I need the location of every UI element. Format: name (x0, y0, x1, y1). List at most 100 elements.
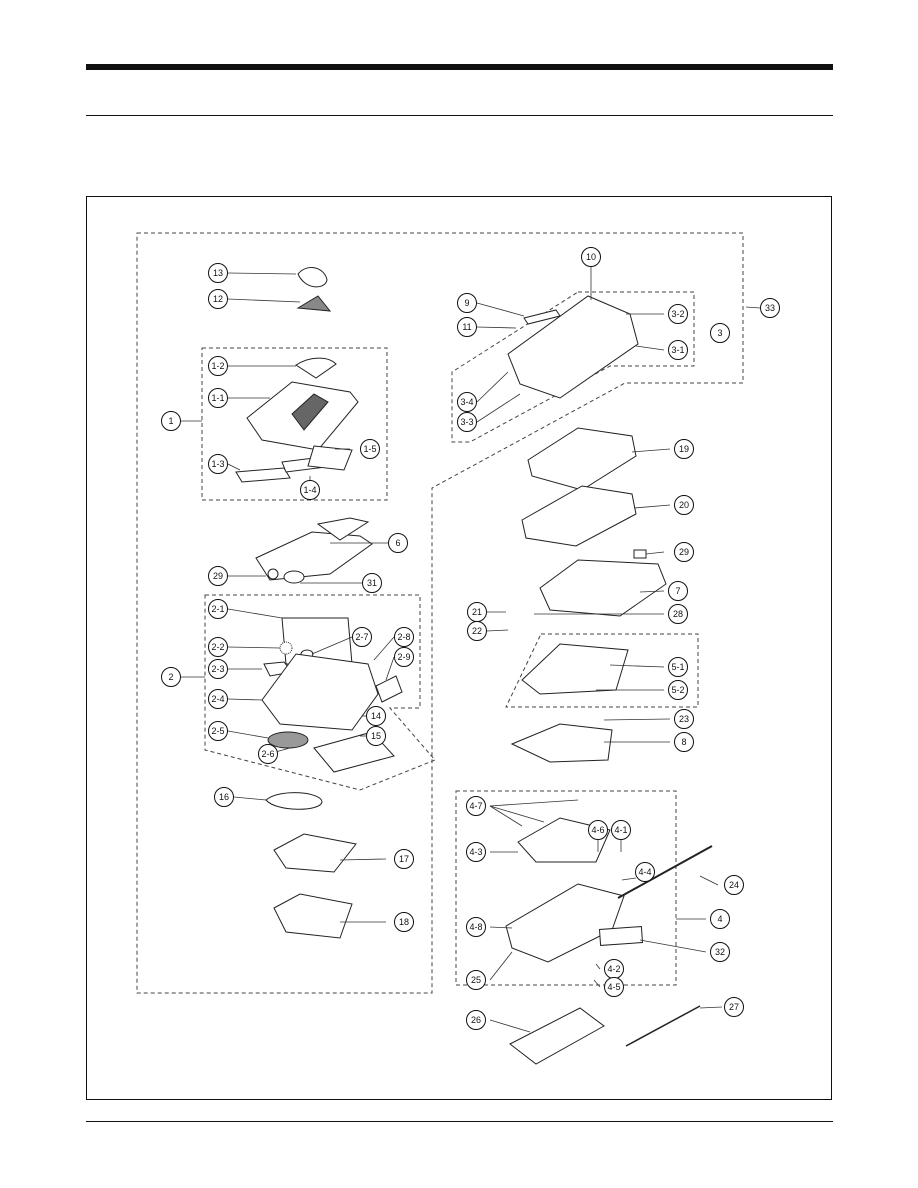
callout-2-4: 2-4 (208, 689, 228, 709)
callout-text: 16 (219, 792, 229, 802)
callout-circle (668, 680, 688, 700)
callout-2-3: 2-3 (208, 659, 228, 679)
callout-1-5: 1-5 (360, 439, 380, 459)
header-thick-rule (86, 64, 833, 70)
part-2-9-connector (375, 675, 403, 703)
callout-31: 31 (362, 573, 382, 593)
callout-2-8: 2-8 (394, 627, 414, 647)
callout-11: 11 (457, 317, 477, 337)
callout-circle (710, 909, 730, 929)
callout-circle (362, 573, 382, 593)
header-thin-rule (86, 115, 833, 116)
callout-circle (214, 787, 234, 807)
callout-text: 13 (213, 268, 223, 278)
callout-circle (611, 820, 631, 840)
callout-5-1: 5-1 (668, 657, 688, 677)
callout-text: 19 (679, 444, 689, 454)
callout-circle (394, 647, 414, 667)
callout-circle (161, 667, 181, 687)
callout-text: 6 (395, 538, 400, 548)
callout-18: 18 (394, 912, 414, 932)
callout-21: 21 (467, 602, 487, 622)
group-outlines (136, 232, 744, 994)
outline-4 (455, 790, 677, 986)
callout-33: 33 (760, 298, 780, 318)
callout-32: 32 (710, 942, 730, 962)
callout-text: 2-5 (211, 726, 224, 736)
callout-text: 14 (371, 711, 381, 721)
part-8-pcb (510, 723, 613, 763)
callout-text: 3-2 (671, 309, 684, 319)
callout-2-9: 2-9 (394, 647, 414, 667)
callout-text: 2-2 (211, 642, 224, 652)
callout-circle (588, 820, 608, 840)
callout-text: 4-2 (607, 964, 620, 974)
callout-9: 9 (457, 293, 477, 313)
callout-4-3: 4-3 (466, 842, 486, 862)
callout-3-2: 3-2 (668, 304, 688, 324)
callout-text: 3-3 (460, 417, 473, 427)
outline-2 (204, 594, 436, 791)
callout-text: 25 (471, 975, 481, 985)
callout-circle (366, 706, 386, 726)
callout-text: 21 (472, 607, 482, 617)
callout-circle (466, 1010, 486, 1030)
part-1-3-pad (235, 467, 291, 483)
part-13-lens (297, 266, 328, 288)
callout-circle (466, 796, 486, 816)
callout-text: 2-9 (397, 652, 410, 662)
callout-3-3: 3-3 (457, 412, 477, 432)
callout-4-8: 4-8 (466, 917, 486, 937)
outline-3 (451, 291, 695, 443)
callout-17: 17 (394, 849, 414, 869)
callout-24: 24 (724, 875, 744, 895)
callout-2-6: 2-6 (258, 744, 278, 764)
callout-text: 3-4 (460, 397, 473, 407)
callout-circle (258, 744, 278, 764)
callout-1-4: 1-4 (300, 480, 320, 500)
part-16-logo-plate (265, 792, 323, 810)
callout-text: 1-5 (363, 444, 376, 454)
callout-circle (466, 917, 486, 937)
callout-circle (457, 317, 477, 337)
callout-circle (457, 392, 477, 412)
callout-circle (724, 875, 744, 895)
callout-8: 8 (674, 732, 694, 752)
callout-circle (710, 323, 730, 343)
outline-33 (136, 232, 744, 994)
callout-4-5: 4-5 (604, 977, 624, 997)
callout-2-7: 2-7 (352, 627, 372, 647)
callout-text: 2-4 (211, 694, 224, 704)
callout-4-4: 4-4 (635, 862, 655, 882)
part-4-3-shield (517, 817, 611, 863)
callout-1: 1 (161, 411, 181, 431)
callout-text: 12 (213, 294, 223, 304)
callout-circle (208, 637, 228, 657)
callout-circle (366, 726, 386, 746)
callout-circle (674, 709, 694, 729)
callout-text: 32 (715, 947, 725, 957)
callout-29: 29 (674, 542, 694, 562)
callout-circle (161, 411, 181, 431)
callout-circle (388, 533, 408, 553)
callout-12: 12 (208, 289, 228, 309)
callout-13: 13 (208, 263, 228, 283)
part-3-1-front-case (507, 295, 639, 399)
callout-text: 11 (462, 322, 471, 332)
callout-4-2: 4-2 (604, 959, 624, 979)
callout-text: 23 (679, 714, 689, 724)
part-6-flex (255, 531, 373, 581)
callout-text: 4 (717, 914, 722, 924)
callout-circle (208, 388, 228, 408)
part-17-window (273, 833, 357, 873)
callout-25: 25 (466, 970, 486, 990)
callout-4-7: 4-7 (466, 796, 486, 816)
callout-circle (394, 912, 414, 932)
callout-26: 26 (466, 1010, 486, 1030)
callout-text: 29 (679, 547, 689, 557)
part-1-2-lens (295, 357, 337, 379)
callout-text: 2-3 (211, 664, 224, 674)
callout-circle (352, 627, 372, 647)
callout-circle (208, 566, 228, 586)
